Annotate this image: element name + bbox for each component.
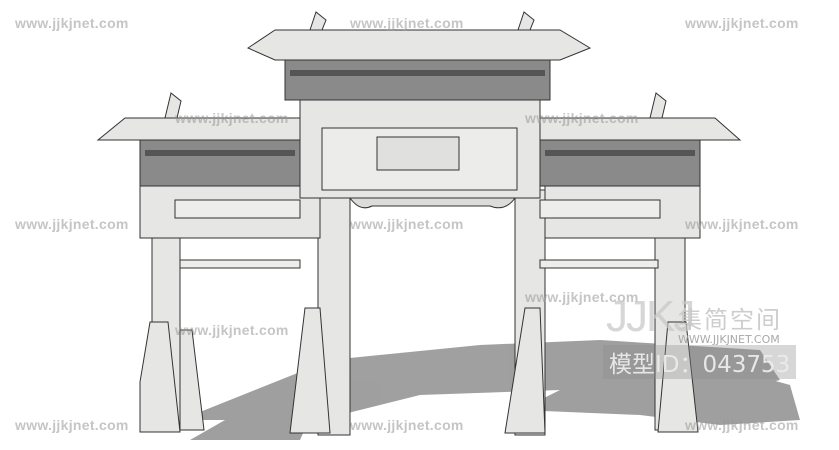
watermark: www.jjkjnet.com <box>350 417 464 433</box>
watermark: www.jjkjnet.com <box>350 15 464 31</box>
watermark: www.jjkjnet.com <box>175 322 289 338</box>
right-outer-support <box>657 321 699 433</box>
logo-name: 集简空间 <box>678 306 782 334</box>
left-center-support <box>289 307 331 434</box>
watermark: www.jjkjnet.com <box>525 289 639 305</box>
top-roof <box>246 29 592 61</box>
watermark: www.jjkjnet.com <box>685 216 799 232</box>
watermark: www.jjkjnet.com <box>15 15 129 31</box>
right-center-support <box>504 307 546 434</box>
plaque <box>376 136 460 171</box>
watermark: www.jjkjnet.com <box>525 110 639 126</box>
watermark: www.jjkjnet.com <box>350 216 464 232</box>
watermark: www.jjkjnet.com <box>685 417 799 433</box>
bracket-sets <box>145 70 695 156</box>
logo-url: WWW.JJKJNET.COM <box>678 333 780 346</box>
watermark: www.jjkjnet.com <box>175 110 289 126</box>
watermark: www.jjkjnet.com <box>15 216 129 232</box>
left-outer-support <box>139 321 181 433</box>
watermark: www.jjkjnet.com <box>15 417 129 433</box>
logo-letters: JJKJ <box>606 292 695 341</box>
watermark: www.jjkjnet.com <box>685 15 799 31</box>
model-id-label: 模型ID：043753 <box>603 345 797 379</box>
